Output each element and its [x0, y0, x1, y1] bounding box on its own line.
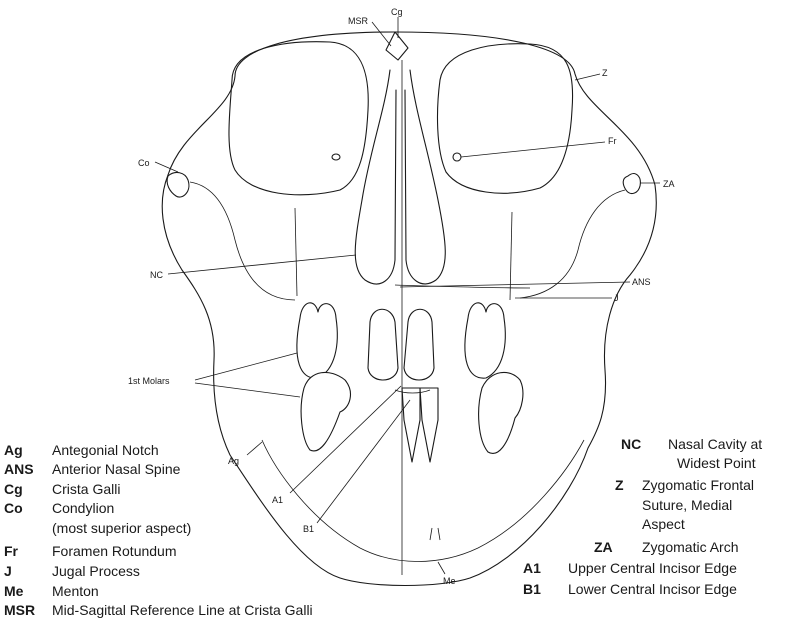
legend-right-abbr: NC [621, 436, 641, 452]
legend-right-abbr: Z [615, 477, 624, 493]
lower-left-first-molar [300, 371, 351, 452]
legend-left-abbr: MSR [4, 602, 35, 618]
right-orbit [436, 43, 574, 194]
legend-left-abbr: Co [4, 500, 23, 516]
label-za: ZA [663, 179, 675, 189]
menton-mark [429, 527, 441, 541]
legend-left-abbr: Me [4, 583, 24, 599]
legend-right-def: Zygomatic Frontal [642, 477, 754, 493]
label-me: Me [443, 576, 456, 586]
legend-left-def: Menton [52, 583, 99, 599]
label-z: Z [602, 68, 608, 78]
legend-right-def: Aspect [642, 516, 685, 532]
upper-right-first-molar [464, 302, 506, 379]
label-b1: B1 [303, 524, 314, 534]
skull-drawing [161, 31, 657, 587]
legend-left-def: Anterior Nasal Spine [52, 461, 181, 477]
skull-outline [161, 31, 657, 587]
point-labels: MSR Cg Z Fr Co ZA NC ANS J 1st Molars Ag… [128, 7, 675, 586]
upper-right-central-incisor [403, 308, 435, 381]
legend-left-abbr: Fr [4, 543, 19, 559]
legend-left-def: Antegonial Notch [52, 442, 159, 458]
legend-right-def: Zygomatic Arch [642, 539, 738, 555]
nasal-cavity-right [404, 69, 446, 285]
legend-left: Ag Antegonial Notch ANS Anterior Nasal S… [4, 442, 313, 618]
legend-left-abbr: ANS [4, 461, 34, 477]
label-nc: NC [150, 270, 163, 280]
label-cg: Cg [391, 7, 403, 17]
legend-right-abbr: B1 [523, 581, 541, 597]
legend-left-def: Mid-Sagittal Reference Line at Crista Ga… [52, 602, 313, 618]
label-a1: A1 [272, 495, 283, 505]
legend-right-abbr: ZA [594, 539, 613, 555]
legend-right-def: Widest Point [677, 455, 756, 471]
label-j: J [614, 293, 619, 303]
upper-left-central-incisor [367, 308, 399, 381]
lower-incisor-1 [401, 387, 421, 463]
legend-right-abbr: A1 [523, 560, 541, 576]
legend-left-abbr: Cg [4, 481, 23, 497]
legend-left-def: Jugal Process [52, 563, 140, 579]
left-zygoma [166, 171, 190, 198]
right-foramen-rotundum [452, 152, 462, 162]
legend-left-def: Condylion [52, 500, 114, 516]
label-msr: MSR [348, 16, 369, 26]
left-foramen-rotundum [331, 153, 341, 161]
left-orbit [228, 41, 369, 196]
upper-left-first-molar [296, 302, 338, 379]
legend-right-def: Lower Central Incisor Edge [568, 581, 737, 597]
nasal-cavity-left [354, 69, 397, 285]
legend-right-def: Upper Central Incisor Edge [568, 560, 737, 576]
legend-left-abbr: Ag [4, 442, 23, 458]
legend-left-def: Foramen Rotundum [52, 543, 177, 559]
label-ag: Ag [228, 456, 239, 466]
lower-incisor-2 [419, 387, 439, 463]
legend-left-def: (most superior aspect) [52, 520, 191, 536]
label-1st-molars: 1st Molars [128, 376, 170, 386]
crista-galli [385, 31, 409, 61]
right-zygoma [622, 173, 641, 195]
legend-right-def: Suture, Medial [642, 497, 732, 513]
label-fr: Fr [608, 136, 617, 146]
legend-left-def: Crista Galli [52, 481, 120, 497]
lower-right-first-molar [478, 371, 524, 454]
teeth [296, 302, 524, 463]
label-co: Co [138, 158, 150, 168]
label-ans: ANS [632, 277, 651, 287]
legend-right-def: Nasal Cavity at [668, 436, 762, 452]
legend-left-abbr: J [4, 563, 12, 579]
legend-right: NC Nasal Cavity at Widest Point Z Zygoma… [523, 436, 762, 597]
leader-lines [154, 17, 660, 575]
